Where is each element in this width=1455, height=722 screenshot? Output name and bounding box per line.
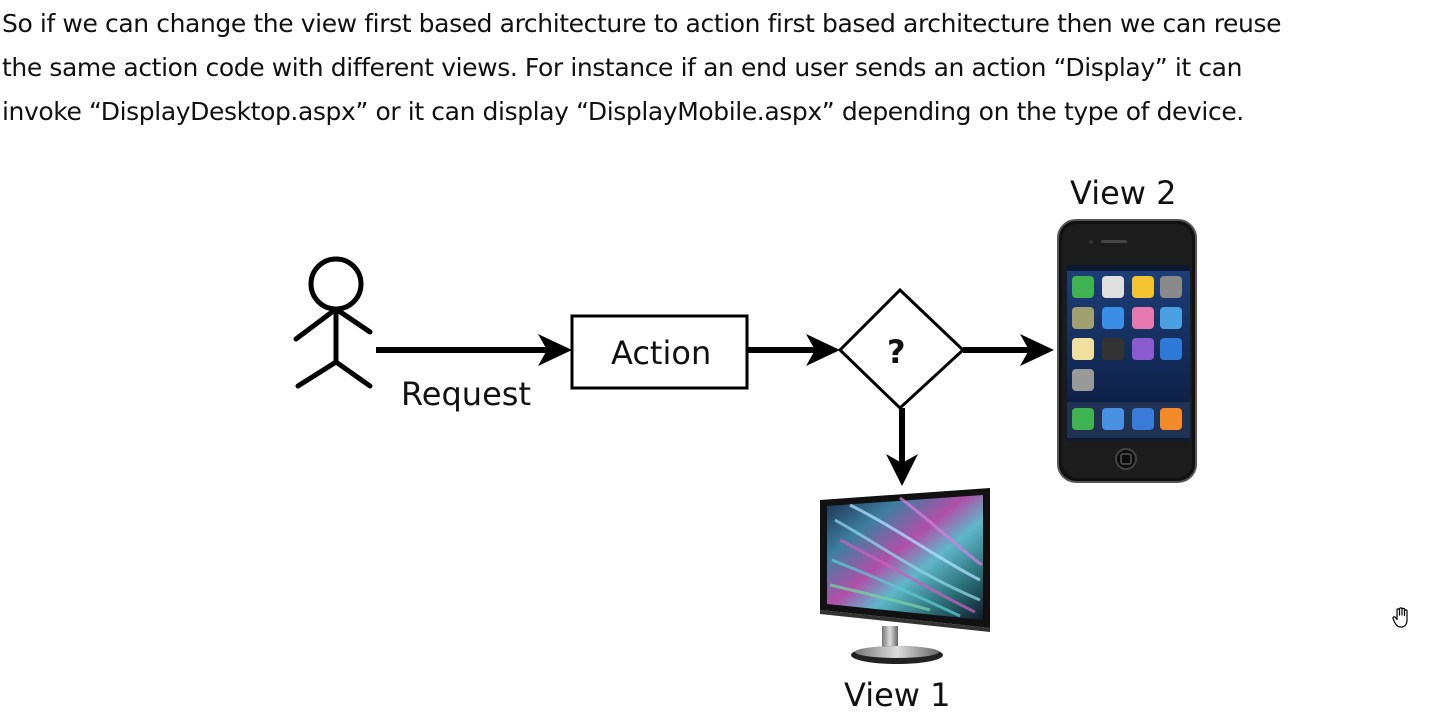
decision-to-view2-arrow [963,334,1054,366]
body-paragraph: So if we can change the view first based… [2,2,1452,134]
decision-to-view1-arrow [886,408,918,486]
action-box [570,314,749,390]
stick-figure-icon [293,256,373,389]
desktop-monitor-icon [820,488,990,664]
paragraph-line-3: invoke “DisplayDesktop.aspx” or it can d… [2,97,1244,126]
request-arrow [376,334,572,366]
decision-label: ? [887,333,906,371]
smartphone-icon [1057,219,1197,483]
paragraph-line-2: the same action code with different view… [2,53,1243,82]
hand-cursor-icon [1392,607,1408,628]
view2-label: View 2 [1070,174,1176,212]
view1-label: View 1 [844,676,950,714]
request-label: Request [401,375,531,413]
action-to-decision-arrow [748,334,840,366]
paragraph-line-1: So if we can change the view first based… [2,9,1282,38]
action-label: Action [611,334,711,372]
